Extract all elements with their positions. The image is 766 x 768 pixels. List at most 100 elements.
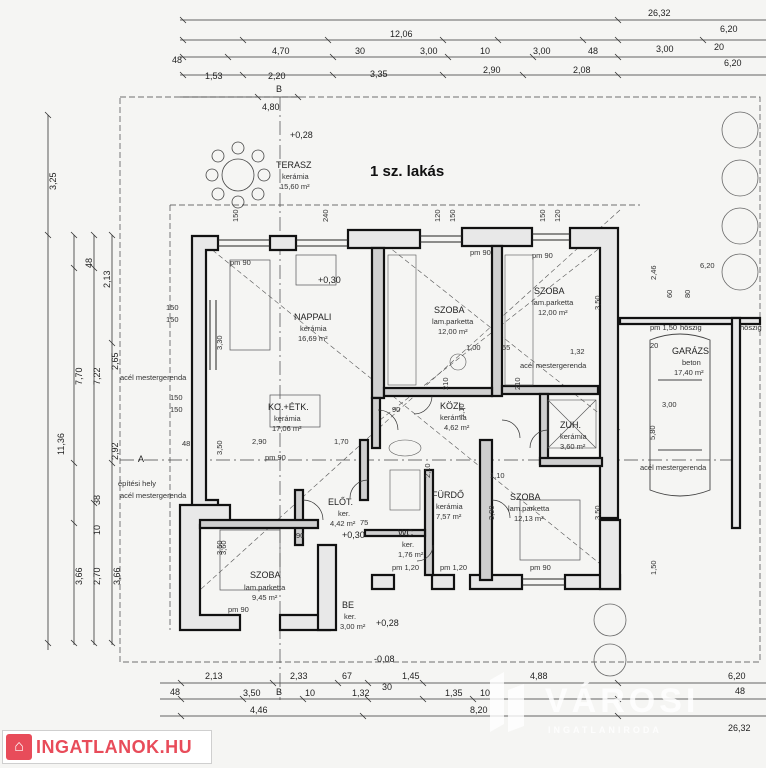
dim-text: pm 90 bbox=[230, 258, 251, 267]
dim-text: 4,70 bbox=[272, 46, 290, 56]
plan-title: 1 sz. lakás bbox=[370, 163, 444, 180]
watermark: VÁROSI INGATLANIRODA bbox=[490, 672, 699, 735]
dim-text: pm 1,20 bbox=[440, 563, 467, 572]
dim-text: 3,30 bbox=[215, 335, 224, 350]
room-area: 9,45 m² bbox=[252, 593, 278, 602]
dim-text: 7,22 bbox=[92, 367, 102, 385]
dim-text: 2,70 bbox=[92, 567, 102, 585]
dim-text: 1,45 bbox=[402, 671, 420, 681]
room-name: BE bbox=[342, 600, 354, 610]
dim-text: 48 bbox=[170, 687, 180, 697]
dim-text: 2,08 bbox=[573, 65, 591, 75]
dim-text: 3,50 bbox=[243, 688, 261, 698]
room-area: 4,62 m² bbox=[444, 423, 470, 432]
dim-text: 75 bbox=[360, 518, 368, 527]
dim-text: 11,36 bbox=[56, 433, 66, 455]
dim-text: 6,20 bbox=[700, 261, 715, 270]
bathroom-fixtures bbox=[387, 254, 597, 511]
room-area: 12,00 m² bbox=[438, 327, 468, 336]
dim-text: 2,92 bbox=[110, 442, 120, 460]
dim-text: pm 90 bbox=[228, 605, 249, 614]
room-name: NAPPALI bbox=[294, 312, 331, 322]
room-area: 1,76 m² bbox=[398, 550, 424, 559]
level-mark: +0,28 bbox=[290, 130, 313, 140]
room-floor: kerámia bbox=[436, 502, 464, 511]
room-floor: kerámia bbox=[274, 414, 302, 423]
dim-text: 48 bbox=[84, 258, 94, 268]
dim-text: 150 bbox=[170, 393, 183, 402]
dim-text: 30 bbox=[355, 46, 365, 56]
dim-text: 3,00 bbox=[420, 46, 438, 56]
left-dimension-texts: 3,25 48 2,13 7,70 7,22 2,65 11,36 2,92 3… bbox=[48, 172, 122, 585]
bottom-dimension-lines bbox=[160, 679, 766, 720]
dim-text: 3,90 bbox=[487, 505, 496, 520]
badge-text: INGATLANOK.HU bbox=[36, 736, 193, 757]
insulation-label: hőszig bbox=[740, 323, 762, 332]
dim-text: 48 bbox=[735, 686, 745, 696]
watermark-brand: VÁROSI bbox=[545, 682, 699, 720]
top-dimension-lines bbox=[179, 16, 766, 101]
dim-text: 120 bbox=[433, 209, 442, 222]
room-floor: kerámia bbox=[282, 172, 310, 181]
dim-text: 1,10 bbox=[490, 471, 505, 480]
dim-text: 8,20 bbox=[470, 705, 488, 715]
grid-label-a: A bbox=[138, 454, 144, 464]
grid-label-b-top: B bbox=[276, 84, 282, 94]
dim-text: pm 90 bbox=[470, 248, 491, 257]
beam-label: acél mestergerenda bbox=[120, 491, 187, 500]
interior-dimension-texts: pm 90 pm 90 pm 90 pm 90 pm 1,50 pm 90 pm… bbox=[166, 209, 715, 614]
dim-text: 2,20 bbox=[268, 71, 286, 81]
site-label: építési hely bbox=[118, 479, 156, 488]
beam-labels: acél mestergerenda acél mestergerenda ac… bbox=[118, 323, 762, 500]
dim-text: 150 bbox=[448, 209, 457, 222]
room-floor: ker. bbox=[338, 509, 350, 518]
level-mark: +0,30 bbox=[342, 530, 365, 540]
room-floor: lam.parketta bbox=[432, 317, 474, 326]
dim-text: 6,20 bbox=[720, 24, 738, 34]
dim-text: 2,33 bbox=[290, 671, 308, 681]
dim-text: pm 90 bbox=[265, 453, 286, 462]
dim-text: 7,70 bbox=[74, 367, 84, 385]
grid-label-b-bottom: B bbox=[276, 687, 282, 697]
dim-text: 3,50 bbox=[215, 440, 224, 455]
dim-text: 1,32 bbox=[570, 347, 585, 356]
room-name: KO.+ÉTK. bbox=[268, 402, 309, 412]
room-area: 16,69 m² bbox=[298, 334, 328, 343]
dim-text: 10 bbox=[480, 688, 490, 698]
room-floor: lam.parketta bbox=[508, 504, 550, 513]
car-outline bbox=[649, 333, 711, 497]
room-name: SZOBA bbox=[534, 286, 565, 296]
dim-text: 1,53 bbox=[205, 71, 223, 81]
dim-text: 1,32 bbox=[352, 688, 370, 698]
dim-text: 1,70 bbox=[334, 437, 349, 446]
bottom-dimension-texts: 2,13 2,33 67 1,45 4,88 6,20 48 3,50 10 1… bbox=[170, 671, 751, 733]
dim-text: 150 bbox=[166, 303, 179, 312]
left-dimension-lines bbox=[44, 111, 116, 650]
dim-text: 26,32 bbox=[648, 8, 671, 18]
dim-text: 90 bbox=[296, 531, 304, 540]
level-mark: +0,28 bbox=[376, 618, 399, 628]
dim-text: 60 bbox=[665, 290, 674, 298]
room-name: SZOBA bbox=[510, 492, 541, 502]
dim-text: 150 bbox=[166, 315, 179, 324]
level-mark: +0,30 bbox=[318, 275, 341, 285]
room-floor: beton bbox=[682, 358, 701, 367]
dim-text: 6,20 bbox=[728, 671, 746, 681]
dim-text: 48 bbox=[182, 439, 190, 448]
room-floor: kerámia bbox=[440, 413, 468, 422]
dim-text: 3,35 bbox=[370, 69, 388, 79]
dim-text: 210 bbox=[513, 377, 522, 390]
dim-text: 55 bbox=[502, 343, 510, 352]
dim-text: 80 bbox=[683, 290, 692, 298]
room-floor: ker. bbox=[344, 612, 356, 621]
dim-text: 48 bbox=[172, 55, 182, 65]
room-name: FÜRDŐ bbox=[432, 490, 464, 500]
dim-text: 3,50 bbox=[215, 540, 224, 555]
dim-text: 1,50 bbox=[649, 560, 658, 575]
dining-furniture bbox=[219, 254, 581, 591]
dim-text: 1,00 bbox=[466, 343, 481, 352]
beam-label: acél mestergerenda bbox=[640, 463, 707, 472]
room-area: 17,40 m² bbox=[674, 368, 704, 377]
ingatlanok-badge[interactable]: ⌂ INGATLANOK.HU bbox=[2, 730, 212, 764]
